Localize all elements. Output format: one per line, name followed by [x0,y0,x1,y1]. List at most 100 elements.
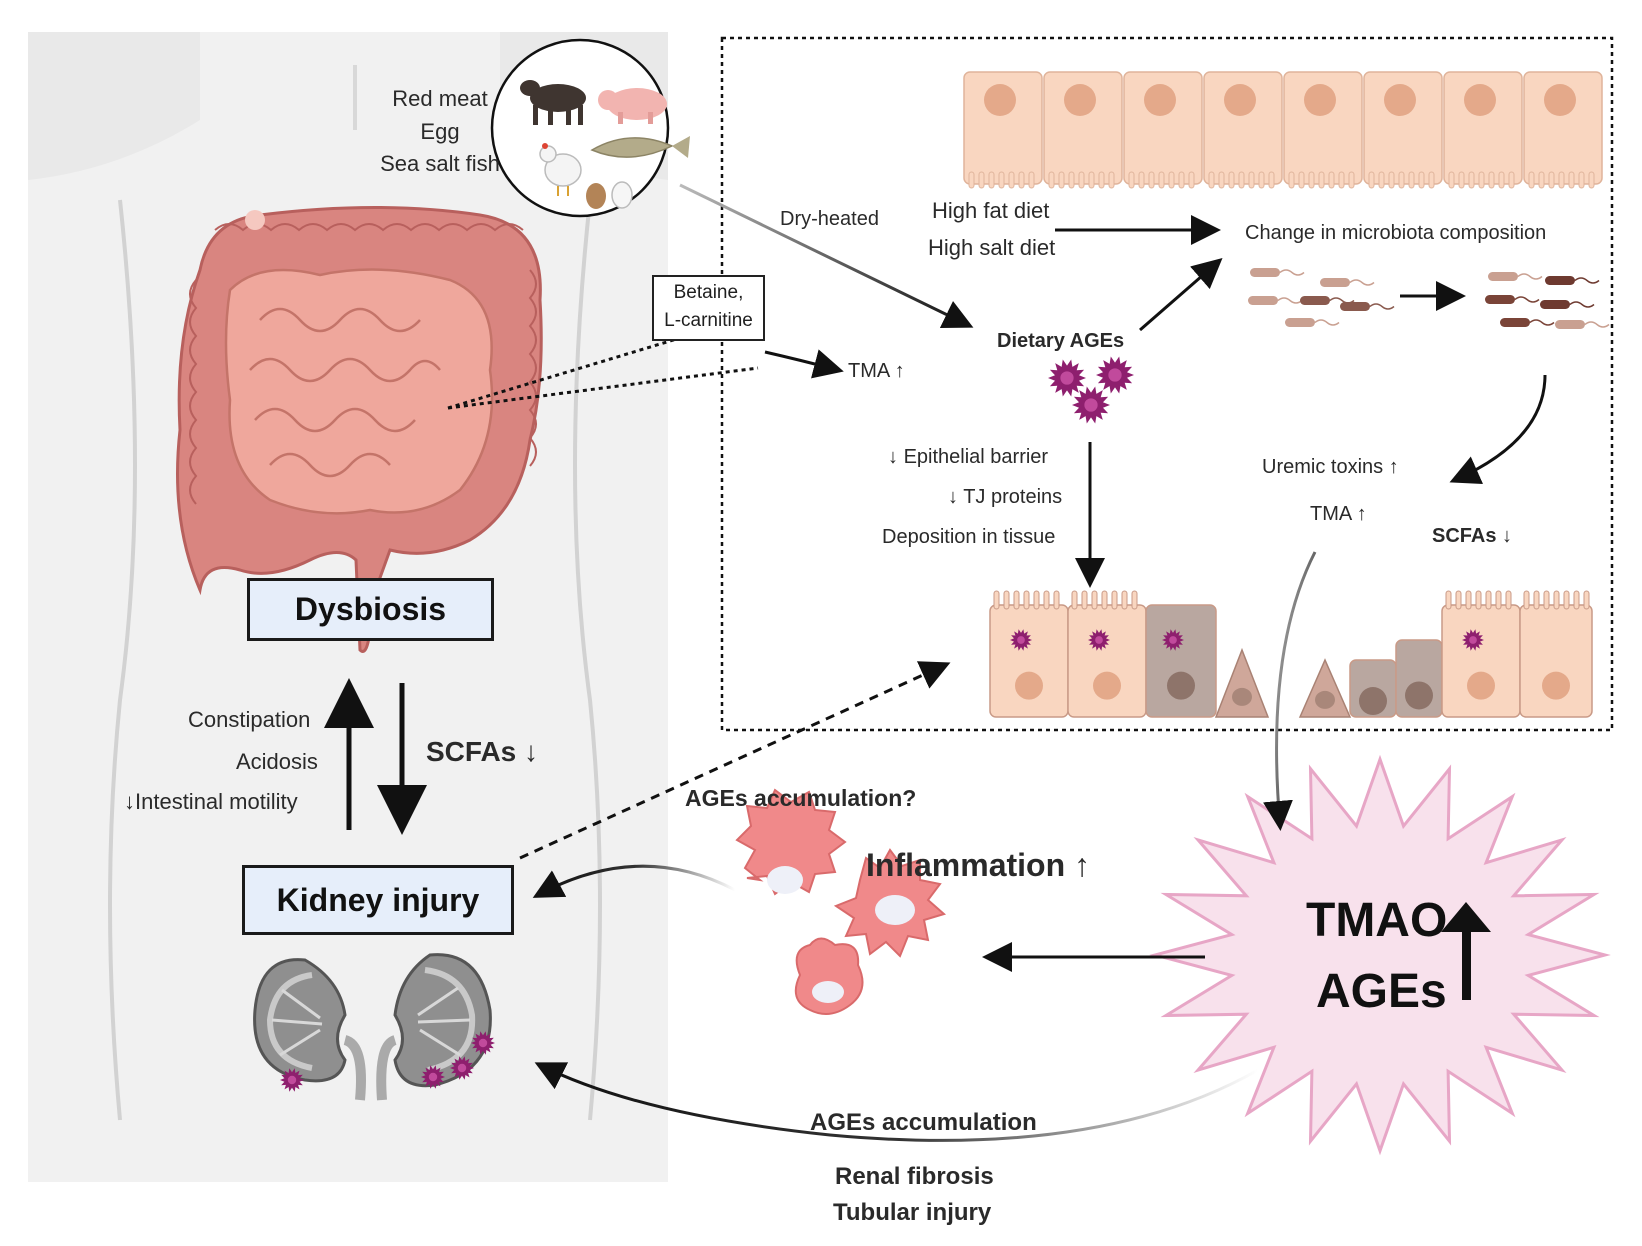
food-sea-salt-fish: Sea salt fish [380,151,500,177]
arrow-food-to-ages [679,183,974,328]
constipation-label: Constipation [188,707,311,732]
dry-heated-label: Dry-heated [780,208,879,230]
ages-particle-icon [280,1068,304,1092]
betaine-label: Betaine, [673,282,744,303]
uremic-toxins-label: Uremic toxins ↑ [1262,456,1399,478]
tj-proteins-text: TJ proteins [963,486,1063,508]
bacterium-icon [1248,296,1303,305]
food-circle [490,38,690,218]
arrow-betaine-to-tma [764,349,844,379]
kidney-injury-label: Kidney injury [276,881,480,918]
arrows [324,183,1547,1142]
epithelial-barrier-text: Epithelial barrier [903,446,1049,468]
up-arrow-icon: ↑ [1356,503,1367,525]
kidneys-illustration [253,953,492,1101]
betaine-carnitine-box: Betaine, L-carnitine [652,275,765,341]
ages-particle-icon [1088,629,1110,651]
down-arrow-icon: ↓ [524,736,539,767]
bacterium-icon [1300,296,1355,305]
epithelial-barrier-label: ↓ Epithelial barrier [888,446,1048,468]
bacteria-after [1485,272,1610,329]
macrophage-1 [735,788,847,896]
tj-proteins-label: ↓ TJ proteins [948,486,1062,508]
epithelial-cell [1214,647,1270,718]
damaged-epithelium [989,590,1593,718]
epithelial-cell [989,590,1069,718]
epithelial-cell [1363,71,1443,189]
epithelial-cell [1203,71,1283,189]
epithelial-cell [1283,71,1363,189]
ages-particle-icon [1162,629,1184,651]
renal-fibrosis-label: Renal fibrosis [835,1163,994,1190]
kidney-injury-box: Kidney injury [242,865,514,935]
macrophages [735,788,947,1015]
epithelial-cell [1523,71,1603,189]
epithelial-cell [1519,590,1593,718]
bacterium-icon [1555,320,1610,329]
zoom-frame [720,36,1614,732]
food-red-meat: Red meat [392,86,488,111]
ages-particle-icon [1462,629,1484,651]
tmao-ages-starburst [1149,754,1611,1156]
arrow-microbiota-to-uremic [1449,374,1547,484]
tma-mid-label: TMA ↑ [1310,503,1367,525]
epithelial-cell [1123,71,1203,189]
bacterium-icon [1488,272,1543,281]
dietary-ages-particles [1048,356,1134,424]
bacterium-icon [1250,268,1305,277]
epithelial-cell [1395,639,1443,718]
dysbiosis-box: Dysbiosis [247,578,494,641]
food-sources: Red meat Egg Sea salt fish [370,83,510,181]
scfas-left-text: SCFAs [426,736,517,767]
macrophage-2 [833,848,947,958]
ages-particle-icon [421,1065,445,1089]
carnitine-label: L-carnitine [664,309,753,331]
intestinal-motility-text: Intestinal motility [135,789,298,814]
bacterium-icon [1285,318,1340,327]
increase-arrow-icon [1441,902,1491,1000]
inflammation-text: Inflammation [866,847,1066,883]
egg-icon [586,181,633,209]
ages-accumulation-question-label: AGEs accumulation? [685,785,917,811]
epithelial-cell [1441,590,1521,718]
up-arrow-icon: ↑ [894,360,905,382]
bacterium-icon [1485,295,1540,304]
food-egg: Egg [420,118,460,144]
bacterium-icon [1500,318,1555,327]
ages-particle-icon [1072,386,1110,424]
tmao-label: TMAO [1306,894,1448,947]
arrow-inflammation-to-kidney [532,864,736,898]
bacterium-icon [1540,300,1595,309]
dysbiosis-label: Dysbiosis [294,591,447,627]
ages-star-label: AGEs [1316,965,1447,1018]
scfas-mid-label: SCFAs ↓ [1432,525,1512,547]
left-kidney [253,958,366,1101]
up-arrow-icon: ↑ [1065,847,1091,883]
macrophage-3 [794,937,864,1015]
up-arrow-icon: ↑ [1388,456,1399,478]
ages-particle-icon [450,1056,474,1080]
bacteria-before [1248,268,1395,327]
high-fat-diet-label: High fat diet [932,198,1050,223]
down-arrow-icon: ↓ [948,486,958,508]
scfas-mid-text: SCFAs [1432,525,1497,547]
uremic-toxins-text: Uremic toxins [1262,456,1384,478]
dietary-ages-label: Dietary AGEs [997,330,1125,352]
epithelial-cell [963,71,1043,189]
tma-top-label: TMA ↑ [848,360,905,382]
scfas-left-label: SCFAs ↓ [426,736,539,768]
ages-particle-icon [1096,356,1134,394]
kidney-ages-particles [280,1031,495,1092]
arrow-tma-to-tmao [1263,551,1317,831]
epithelial-cell [1349,659,1397,718]
arrow-ages-accumulation-question [519,661,951,860]
deposition-label: Deposition in tissue [882,526,1056,548]
bacterium-icon [1320,278,1375,287]
ages-particle-icon [471,1031,495,1055]
bacterium-icon [1340,302,1395,311]
tubular-injury-label: Tubular injury [833,1199,992,1226]
cow-icon [520,80,586,125]
tma-top-text: TMA [848,360,890,382]
